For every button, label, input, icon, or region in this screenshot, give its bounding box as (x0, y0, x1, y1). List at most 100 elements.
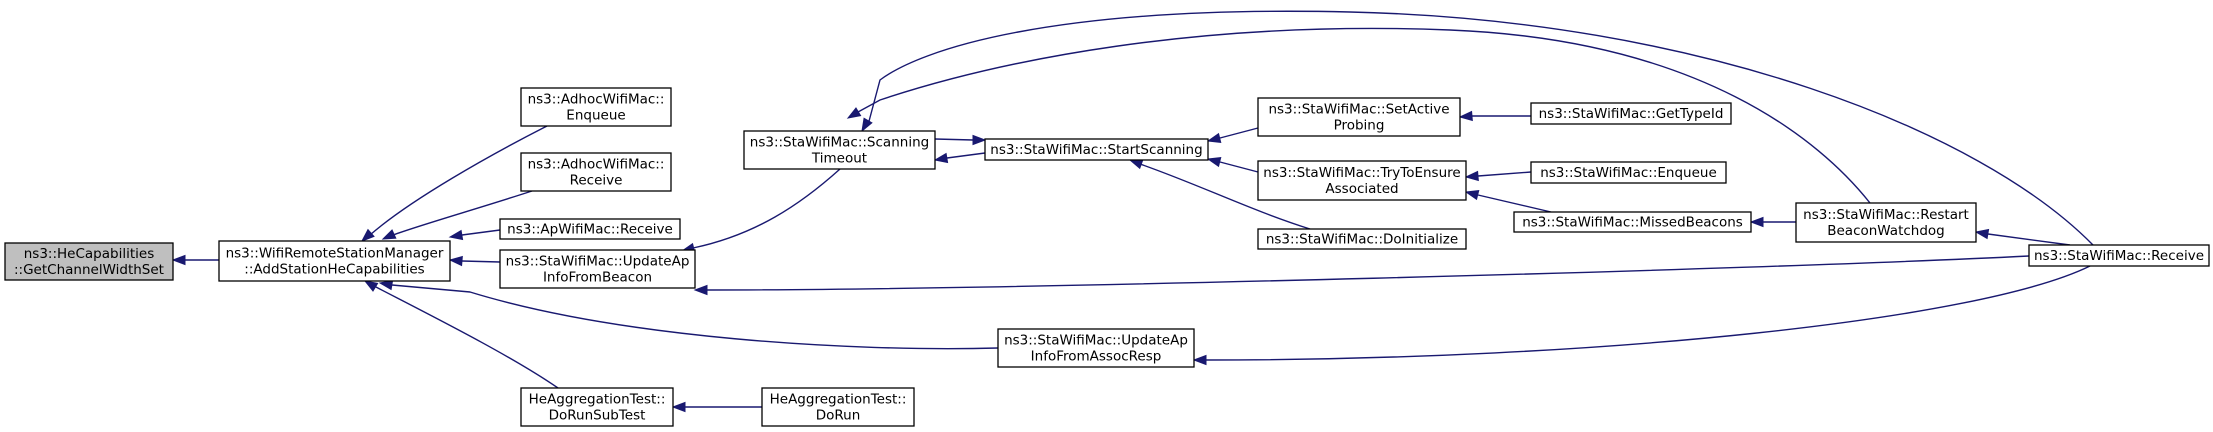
edge-line (1987, 233, 2071, 246)
node-he_getchannelwidthset[interactable]: ns3::HeCapabilities::GetChannelWidthSet (4, 242, 174, 281)
node-sta_gettypeid[interactable]: ns3::StaWifiMac::GetTypeId (1530, 102, 1732, 125)
node-box (1257, 97, 1461, 137)
node-box (761, 387, 915, 427)
node-heagg_dorun[interactable]: HeAggregationTest::DoRun (761, 387, 915, 427)
arrowhead (448, 255, 463, 267)
arrowhead (846, 107, 862, 119)
node-box (520, 387, 674, 427)
edge-line (392, 190, 533, 236)
edge-sta_receive-to-sta_updateap_beacon (693, 255, 2030, 296)
edge-line (1219, 161, 1259, 173)
arrowhead (693, 284, 708, 296)
edge-heagg_dorunsubtest-to-wrsm_addstationhe (363, 280, 559, 389)
node-box (743, 130, 936, 170)
node-heagg_dorunsubtest[interactable]: HeAggregationTest::DoRunSubTest (520, 387, 674, 427)
node-label-line: Enqueue (566, 108, 625, 124)
edge-sta_enqueue-to-sta_trytoensure (1464, 170, 1532, 182)
node-label-line: DoRunSubTest (549, 408, 646, 424)
node-label-line: ns3::AdhocWifiMac:: (528, 92, 665, 108)
arrowhead (1206, 156, 1222, 168)
arrowhead (1974, 228, 1990, 240)
node-box (2028, 244, 2210, 267)
arrowhead (1192, 354, 1207, 366)
edge-sta_scanningtimeout-to-sta_startscanning (934, 134, 987, 146)
node-box (520, 152, 672, 192)
edge-sta_updateap_beacon-to-wrsm_addstationhe (448, 255, 501, 267)
node-box (4, 242, 174, 281)
node-ap_receive[interactable]: ns3::ApWifiMac::Receive (499, 218, 681, 240)
arrowhead (861, 117, 873, 133)
node-label-line: ns3::StaWifiMac::Restart (1803, 207, 1969, 223)
edge-line (867, 10, 2094, 246)
edge-sta_scanningtimeout-to-sta_updateap_beacon (680, 168, 841, 254)
edge-line (461, 260, 501, 263)
node-label-line: BeaconWatchdog (1827, 223, 1945, 239)
node-label-line: ns3::StaWifiMac::UpdateAp (506, 254, 690, 270)
node-box (218, 240, 451, 282)
edge-line (857, 27, 1871, 204)
node-label-line: ns3::StaWifiMac::StartScanning (990, 142, 1202, 158)
node-sta_receive[interactable]: ns3::StaWifiMac::Receive (2028, 244, 2210, 267)
node-wrsm_addstationhe[interactable]: ns3::WifiRemoteStationManager::AddStatio… (218, 240, 451, 282)
node-box (1257, 160, 1467, 201)
arrowhead (1749, 216, 1764, 228)
node-sta_enqueue[interactable]: ns3::StaWifiMac::Enqueue (1530, 161, 1727, 184)
arrowhead (1464, 189, 1480, 201)
node-sta_doinitialize[interactable]: ns3::StaWifiMac::DoInitialize (1257, 228, 1467, 250)
edge-line (373, 285, 559, 389)
edge-adhoc_receive-to-wrsm_addstationhe (381, 190, 533, 240)
node-label-line: HeAggregationTest:: (529, 392, 666, 408)
node-box (520, 87, 672, 127)
edge-sta_restartbeacon-to-sta_missedbeacons (1749, 216, 1796, 228)
node-sta_startscanning[interactable]: ns3::StaWifiMac::StartScanning (984, 138, 1209, 161)
node-label-line: Receive (570, 173, 623, 189)
node-box (1513, 211, 1752, 233)
edge-adhoc_enqueue-to-wrsm_addstationhe (360, 125, 548, 242)
arrowhead (378, 279, 394, 291)
edges-layer (171, 10, 2094, 413)
edge-sta_gettypeid-to-sta_setactiveprobing (1458, 110, 1531, 122)
edge-sta_missedbeacons-to-sta_trytoensure (1464, 189, 1552, 213)
node-sta_updateap_assoc[interactable]: ns3::StaWifiMac::UpdateApInfoFromAssocRe… (997, 328, 1195, 368)
node-label-line: ns3::StaWifiMac::GetTypeId (1539, 106, 1724, 122)
node-label-line: ::GetChannelWidthSet (14, 262, 164, 278)
node-label-line: ns3::StaWifiMac::UpdateAp (1004, 333, 1188, 349)
node-box (1530, 161, 1727, 184)
node-label-line: Timeout (811, 151, 867, 167)
node-label-line: HeAggregationTest:: (770, 392, 907, 408)
node-box (499, 249, 696, 289)
edge-line (1219, 127, 1259, 139)
edge-sta_receive-to-sta_restartbeacon (1974, 228, 2071, 246)
arrowhead (1128, 159, 1144, 170)
node-box (1795, 202, 1977, 243)
edge-line (1139, 163, 1311, 230)
node-label-line: ns3::StaWifiMac::TryToEnsure (1263, 165, 1460, 181)
edge-line (946, 152, 986, 159)
nodes-layer: ns3::HeCapabilities::GetChannelWidthSetn… (4, 87, 2210, 427)
node-sta_missedbeacons[interactable]: ns3::StaWifiMac::MissedBeacons (1513, 211, 1752, 233)
arrowhead (972, 134, 987, 146)
edge-line (1205, 265, 2091, 361)
edge-heagg_dorun-to-heagg_dorunsubtest (671, 401, 762, 413)
arrowhead (1206, 132, 1222, 144)
edge-line (369, 125, 548, 236)
node-box (1530, 102, 1732, 125)
node-adhoc_enqueue[interactable]: ns3::AdhocWifiMac::Enqueue (520, 87, 672, 127)
arrowhead (1464, 170, 1479, 182)
node-label-line: ns3::StaWifiMac::SetActive (1268, 102, 1449, 118)
arrowhead (381, 229, 397, 240)
node-adhoc_receive[interactable]: ns3::AdhocWifiMac::Receive (520, 152, 672, 192)
edge-line (1477, 194, 1552, 213)
arrowhead (1458, 110, 1473, 122)
node-label-line: ns3::StaWifiMac::Scanning (750, 135, 929, 151)
node-label-line: ns3::StaWifiMac::Receive (2034, 248, 2204, 264)
node-label-line: ns3::AdhocWifiMac:: (528, 157, 665, 173)
arrowhead (671, 401, 686, 413)
node-box (984, 138, 1209, 161)
edge-sta_receive-to-sta_updateap_assoc (1192, 265, 2091, 366)
